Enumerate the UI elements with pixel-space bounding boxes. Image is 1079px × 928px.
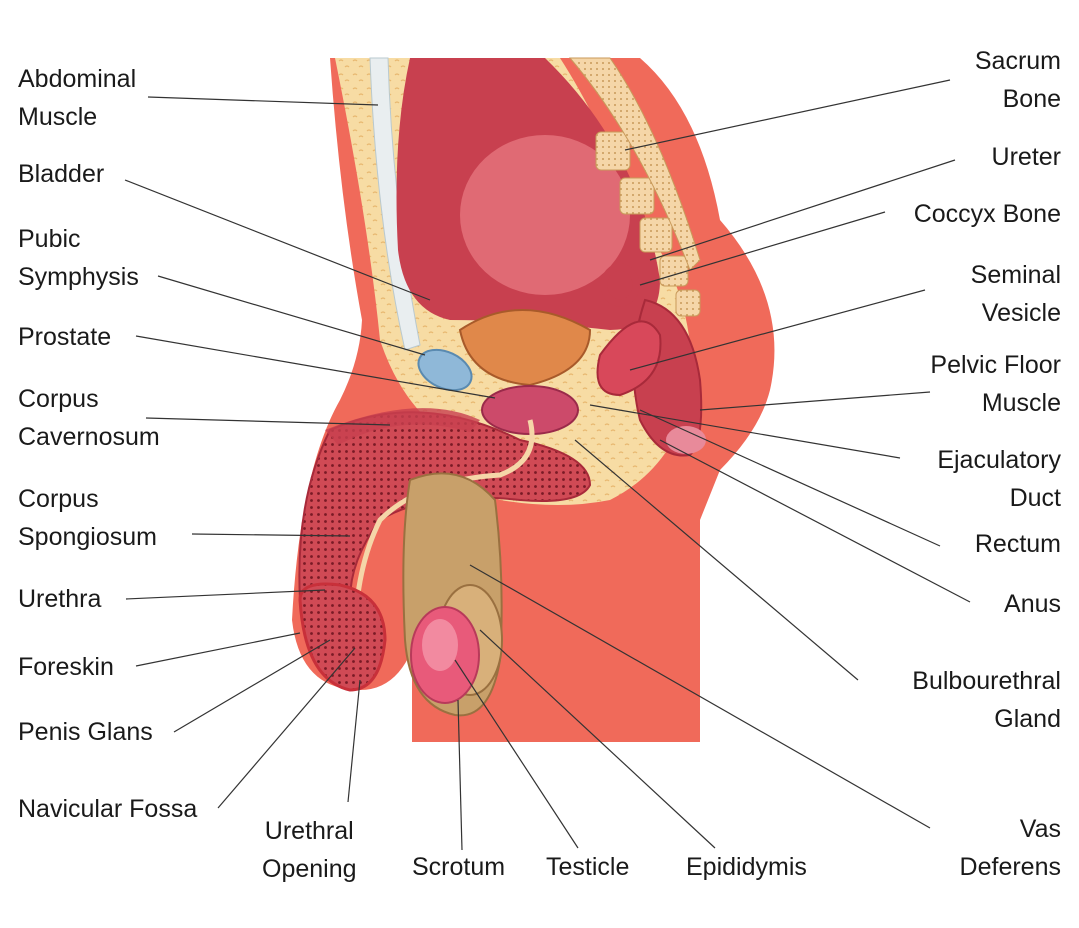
bladder-neck (458, 309, 592, 387)
label-coccyx-bone: Coccyx Bone (913, 200, 1061, 228)
bladder-lumen (460, 135, 630, 295)
label-ejaculatory-duct: Ejaculatory Duct (937, 446, 1061, 512)
seminal-vesicle (596, 320, 662, 397)
label-navicular-fossa: Navicular Fossa (18, 795, 198, 823)
penis-glans (298, 582, 387, 692)
label-bladder: Bladder (18, 160, 105, 188)
label-foreskin: Foreskin (18, 653, 114, 681)
label-pelvic-floor-muscle: Pelvic Floor Muscle (930, 351, 1061, 417)
pubic-symphysis (417, 348, 473, 392)
corpus-cavernosum (325, 408, 480, 445)
label-scrotum: Scrotum (412, 853, 506, 881)
label-epididymis: Epididymis (686, 853, 807, 881)
label-urethra: Urethra (18, 585, 102, 613)
label-testicle: Testicle (546, 853, 630, 881)
leader-lines (124, 79, 971, 851)
label-prostate: Prostate (18, 323, 112, 351)
label-penis-glans: Penis Glans (18, 718, 153, 746)
label-rectum: Rectum (974, 530, 1061, 558)
label-abdominal-muscle: Abdominal Muscle (18, 65, 137, 131)
label-ureter: Ureter (991, 143, 1061, 171)
ureter (600, 263, 640, 307)
label-bulbourethral-gland: Bulbourethral Gland (912, 667, 1061, 733)
label-anus: Anus (1004, 590, 1061, 618)
label-seminal-vesicle: Seminal Vesicle (970, 261, 1061, 327)
label-urethral-opening: Urethral Opening (262, 817, 357, 883)
anus (666, 426, 706, 454)
label-sacrum-bone: Sacrum Bone (974, 47, 1061, 113)
penis-shaft (298, 411, 592, 601)
label-corpus-spongiosum: Corpus Spongiosum (18, 485, 157, 551)
label-vas-deferens: Vas Deferens (959, 815, 1061, 881)
label-pubic-symphysis: Pubic Symphysis (18, 225, 139, 291)
sacrum-spine (568, 57, 701, 317)
label-corpus-cavernosum: Corpus Cavernosum (18, 385, 160, 451)
